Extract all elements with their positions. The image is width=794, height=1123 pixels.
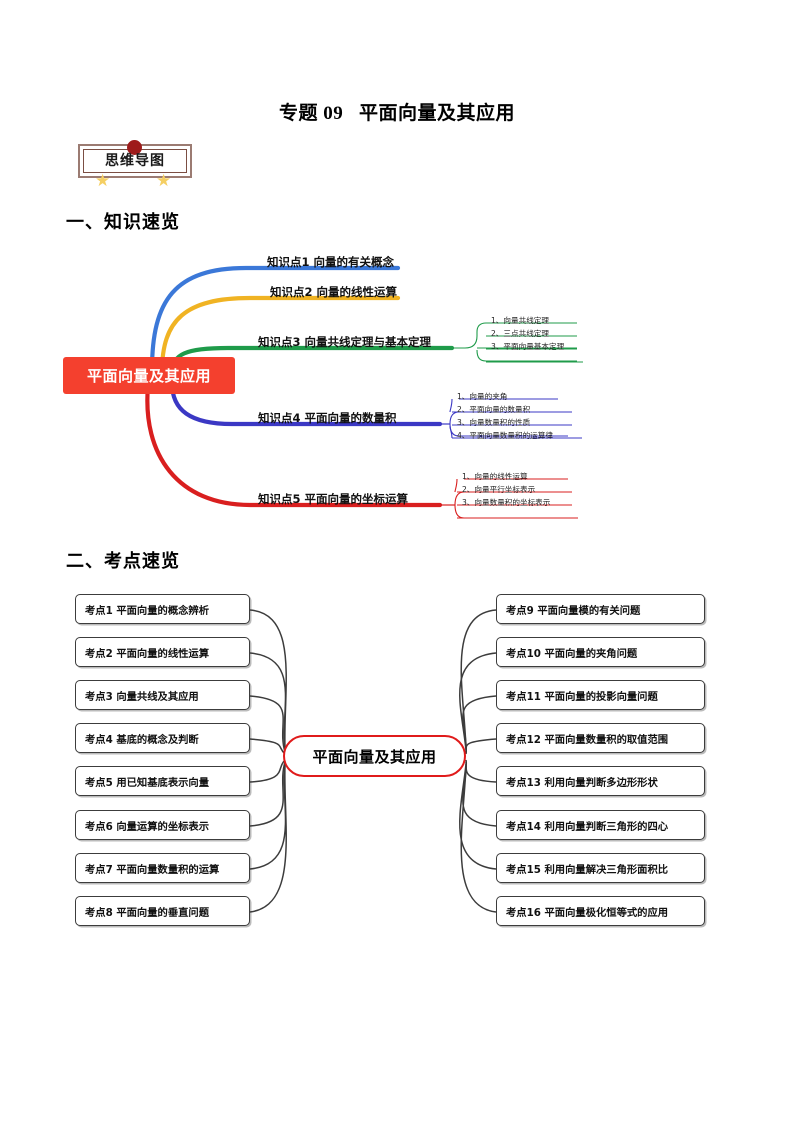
knowledge-point-5-child-3: 3、向量数量积的坐标表示 [462, 498, 551, 507]
exam-point-node-11[interactable]: 考点11 平面向量的投影向量问题 [496, 680, 705, 710]
mindmap-exam-points: 平面向量及其应用 考点1 平面向量的概念辨析 考点2 平面向量的线性运算 考点3… [0, 580, 794, 950]
knowledge-point-5: 知识点5 平面向量的坐标运算 [258, 492, 409, 506]
section-heading-exam-points: 二、考点速览 [66, 551, 180, 572]
exam-point-node-5[interactable]: 考点5 用已知基底表示向量 [75, 766, 250, 796]
badge-label: 思维导图 [105, 153, 165, 169]
knowledge-point-3-child-3: 3、平面向量基本定理 [491, 342, 565, 351]
star-icon: ★ [156, 171, 172, 190]
exam-point-node-4[interactable]: 考点4 基底的概念及判断 [75, 723, 250, 753]
knowledge-point-1: 知识点1 向量的有关概念 [267, 255, 395, 269]
knowledge-point-4-child-1: 1、向量的夹角 [457, 392, 508, 401]
exam-point-node-16[interactable]: 考点16 平面向量极化恒等式的应用 [496, 896, 705, 926]
section-heading-knowledge: 一、知识速览 [66, 212, 180, 233]
mindmap-exam-connectors [249, 609, 497, 913]
exam-point-node-8[interactable]: 考点8 平面向量的垂直问题 [75, 896, 250, 926]
knowledge-point-2: 知识点2 向量的线性运算 [270, 285, 398, 299]
exam-point-node-3[interactable]: 考点3 向量共线及其应用 [75, 680, 250, 710]
knowledge-point-3-child-2: 2、三点共线定理 [491, 329, 549, 338]
exam-point-node-14[interactable]: 考点14 利用向量判断三角形的四心 [496, 810, 705, 840]
mind-map-badge: 思维导图 ★ ★ [78, 140, 196, 189]
knowledge-point-4-child-2: 2、平面向量的数量积 [457, 405, 531, 414]
exam-point-node-12[interactable]: 考点12 平面向量数量积的取值范围 [496, 723, 705, 753]
page-title-prefix: 专题 09 [278, 103, 344, 124]
exam-point-node-15[interactable]: 考点15 利用向量解决三角形面积比 [496, 853, 705, 883]
badge-dot-icon [127, 140, 142, 155]
knowledge-point-3: 知识点3 向量共线定理与基本定理 [258, 335, 432, 349]
exam-point-node-7[interactable]: 考点7 平面向量数量积的运算 [75, 853, 250, 883]
page-title-main: 平面向量及其应用 [359, 103, 516, 124]
exam-point-node-9[interactable]: 考点9 平面向量模的有关问题 [496, 594, 705, 624]
exam-point-node-2[interactable]: 考点2 平面向量的线性运算 [75, 637, 250, 667]
exam-point-node-1[interactable]: 考点1 平面向量的概念辨析 [75, 594, 250, 624]
mindmap-knowledge: 平面向量及其应用 知识点1 向量的有关概念 知识点2 向量的线性运算 知识点3 … [0, 240, 794, 540]
exam-point-node-6[interactable]: 考点6 向量运算的坐标表示 [75, 810, 250, 840]
knowledge-point-5-child-2: 2、向量平行坐标表示 [462, 485, 536, 494]
exam-point-node-10[interactable]: 考点10 平面向量的夹角问题 [496, 637, 705, 667]
knowledge-point-3-child-1: 1、向量共线定理 [491, 316, 549, 325]
mindmap-knowledge-center: 平面向量及其应用 [63, 357, 235, 394]
knowledge-point-4-child-4: 4、平面向量数量积的运算律 [457, 431, 553, 440]
page-title: 专题 09 平面向量及其应用 [0, 98, 794, 125]
knowledge-point-5-child-1: 1、向量的线性运算 [462, 472, 528, 481]
knowledge-point-4-child-3: 3、向量数量积的性质 [457, 418, 531, 427]
mindmap-exam-center: 平面向量及其应用 [283, 735, 466, 777]
exam-point-node-13[interactable]: 考点13 利用向量判断多边形形状 [496, 766, 705, 796]
knowledge-point-4: 知识点4 平面向量的数量积 [258, 411, 397, 425]
star-icon: ★ [95, 171, 111, 190]
